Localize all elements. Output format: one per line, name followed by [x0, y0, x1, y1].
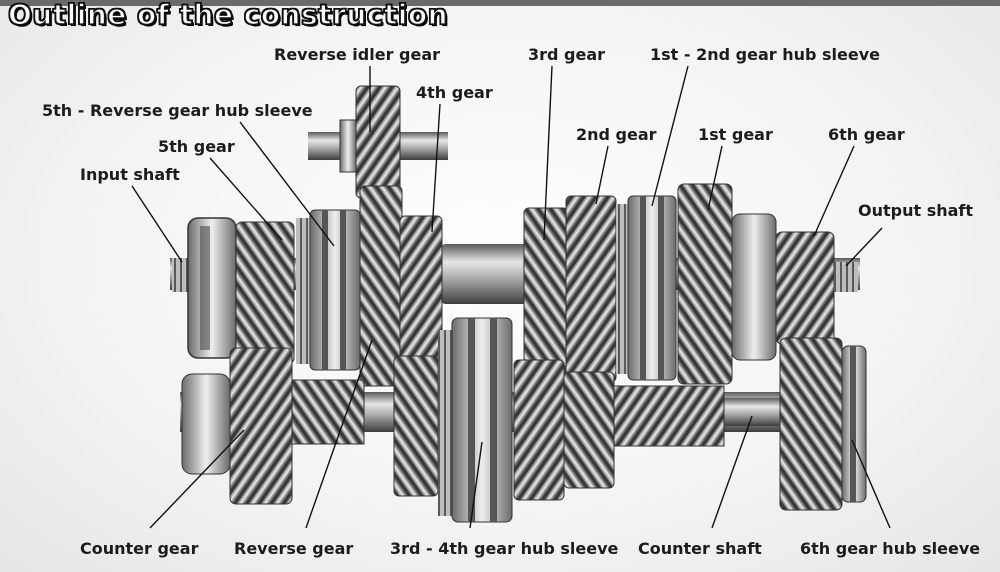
reverse-gear-lower-body — [393, 355, 439, 497]
third-fourth-hub-body — [438, 317, 513, 523]
third-gear-body — [523, 207, 569, 377]
leader-third-fourth-hub — [469, 441, 483, 529]
label-second-gear: 2nd gear — [576, 125, 657, 144]
first-second-hub-body — [616, 195, 677, 381]
label-output-shaft: Output shaft — [858, 201, 974, 220]
fifth-reverse-hub-body — [296, 209, 361, 371]
label-third-gear: 3rd gear — [528, 45, 606, 64]
label-third-fourth-hub-sleeve: 3rd - 4th gear hub sleeve — [390, 539, 619, 558]
top-bar — [0, 0, 1000, 6]
leader-fifth-gear — [209, 157, 283, 241]
leader-first-gear — [707, 145, 723, 211]
leader-output-shaft — [845, 227, 883, 267]
leader-sixth-hub-sleeve — [851, 439, 891, 529]
leader-fifth-reverse-hub — [239, 121, 335, 247]
label-sixth-gear-hub-sleeve: 6th gear hub sleeve — [800, 539, 981, 558]
label-fourth-gear: 4th gear — [416, 83, 493, 102]
fifth-gear-body — [235, 221, 295, 365]
label-sixth-gear: 6th gear — [828, 125, 905, 144]
second-gear-body — [565, 195, 617, 383]
label-first-gear: 1st gear — [698, 125, 773, 144]
label-reverse-gear: Reverse gear — [234, 539, 354, 558]
leader-lines — [131, 65, 891, 529]
leader-sixth-gear — [813, 145, 855, 237]
leader-fourth-gear — [431, 103, 441, 233]
leader-third-gear — [543, 65, 553, 241]
label-fifth-gear: 5th gear — [158, 137, 235, 156]
counter-bearing — [181, 373, 231, 475]
counter-gear-3 — [513, 359, 565, 501]
counter-gear-2 — [563, 371, 615, 489]
first-gear-body — [677, 183, 733, 385]
reverse-idler-gear-body — [339, 85, 401, 199]
sixth-counter-gear-body — [779, 337, 843, 511]
label-fifth-reverse-hub-sleeve: 5th - Reverse gear hub sleeve — [42, 101, 313, 120]
label-reverse-idler-gear: Reverse idler gear — [274, 45, 441, 64]
leader-input-shaft — [131, 185, 183, 263]
counter-helical-section — [291, 379, 365, 445]
leader-counter-gear — [149, 429, 245, 529]
leader-first-second-hub — [651, 65, 689, 207]
sixth-gear-body — [775, 231, 835, 345]
label-input-shaft: Input shaft — [80, 165, 180, 184]
fourth-gear-body — [399, 215, 443, 377]
output-bearing — [731, 213, 777, 361]
output-shaft-splines — [834, 262, 858, 292]
input-shaft-bearing — [172, 217, 237, 359]
leader-reverse-gear — [305, 339, 373, 529]
counter-helical-right — [613, 385, 725, 447]
diagram-title: Outline of the construction — [7, 0, 449, 32]
leader-second-gear — [595, 145, 609, 205]
counter-gear-body — [229, 347, 293, 505]
sixth-hub-sleeve-body — [841, 345, 867, 503]
label-counter-gear: Counter gear — [80, 539, 199, 558]
label-counter-shaft: Counter shaft — [638, 539, 762, 558]
label-first-second-hub-sleeve: 1st - 2nd gear hub sleeve — [650, 45, 880, 64]
leader-counter-shaft — [711, 415, 753, 529]
